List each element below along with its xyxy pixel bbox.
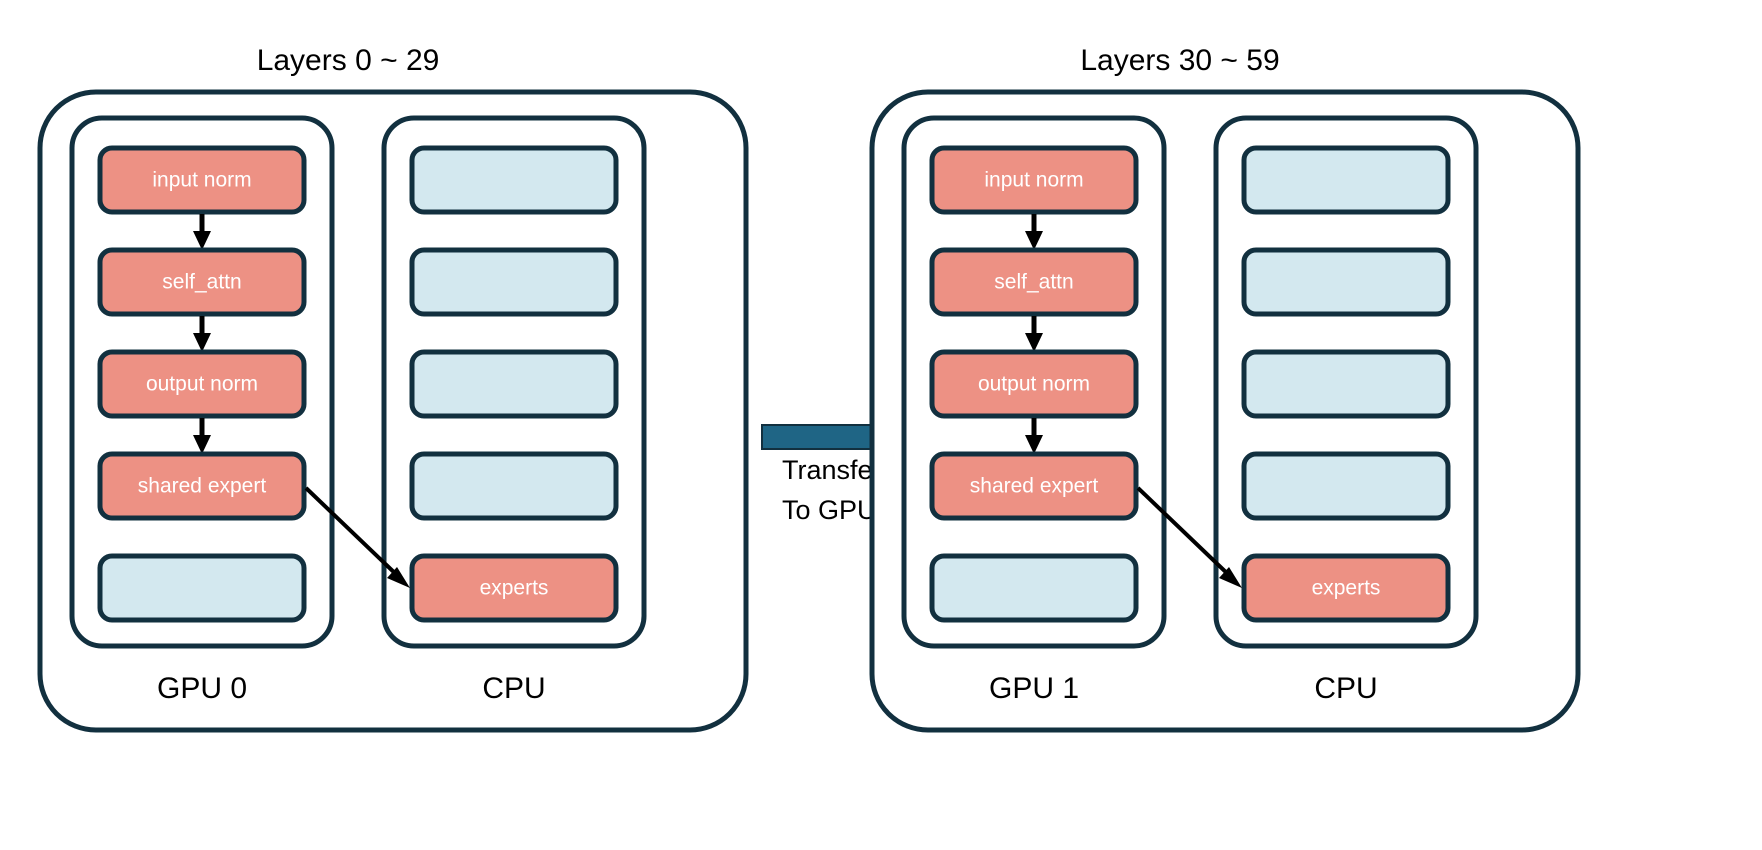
node-gpu0-1[interactable]: self_attn	[97, 247, 307, 317]
device-label-gpu1: GPU 1	[989, 672, 1079, 705]
panel-right: Layers 30 ~ 59 input norm self_attn	[869, 44, 1581, 733]
device-label-cpu0: CPU	[482, 672, 545, 705]
node-gpu0-2[interactable]: output norm	[97, 349, 307, 419]
arrowhead-icon	[193, 231, 211, 250]
node-cpu0-4-rect[interactable]	[409, 553, 619, 623]
node-cpu0-2[interactable]	[409, 349, 619, 419]
node-cpu0-3[interactable]	[409, 451, 619, 521]
flow-arrow-gpu1-0-1	[1025, 214, 1043, 250]
device-label-gpu0: GPU 0	[157, 672, 247, 705]
node-gpu1-0-rect[interactable]	[929, 145, 1139, 215]
node-cpu1-3[interactable]	[1241, 451, 1451, 521]
node-gpu0-4-rect[interactable]	[97, 553, 307, 623]
node-gpu1-1-rect[interactable]	[929, 247, 1139, 317]
node-gpu0-0[interactable]: input norm	[97, 145, 307, 215]
node-gpu0-1-label: self_attn	[162, 271, 241, 294]
panel-right-title: Layers 30 ~ 59	[1080, 44, 1279, 77]
device-label-cpu1: CPU	[1314, 672, 1377, 705]
node-cpu0-3-rect[interactable]	[409, 451, 619, 521]
arrowhead-icon	[1025, 333, 1043, 352]
node-gpu0-3-rect[interactable]	[97, 451, 307, 521]
flow-arrow-gpu1-2-3	[1025, 418, 1043, 454]
node-gpu1-2[interactable]: output norm	[929, 349, 1139, 419]
node-cpu1-4-label: experts	[1312, 577, 1381, 600]
transfer-label-line1: Transfer	[782, 455, 882, 485]
node-cpu0-0[interactable]	[409, 145, 619, 215]
column-cpu0: experts CPU	[381, 115, 647, 705]
node-cpu1-2[interactable]	[1241, 349, 1451, 419]
offload-arrow-left	[304, 486, 410, 588]
node-gpu1-0-label: input norm	[984, 169, 1083, 192]
node-cpu1-2-rect[interactable]	[1241, 349, 1451, 419]
flow-arrow-gpu0-2-3	[193, 418, 211, 454]
offload-arrow-right	[1136, 486, 1242, 588]
arrowhead-icon	[1025, 435, 1043, 454]
column-cpu1: experts CPU	[1213, 115, 1479, 705]
node-gpu0-0-rect[interactable]	[97, 145, 307, 215]
node-cpu1-3-rect[interactable]	[1241, 451, 1451, 521]
node-cpu1-4-rect[interactable]	[1241, 553, 1451, 623]
node-cpu0-4-label: experts	[480, 577, 549, 600]
node-gpu1-2-label: output norm	[978, 373, 1090, 396]
flow-arrow-gpu1-1-2	[1025, 316, 1043, 352]
arrowhead-icon	[387, 567, 410, 588]
node-cpu0-4[interactable]: experts	[409, 553, 619, 623]
node-gpu0-4[interactable]	[97, 553, 307, 623]
node-gpu0-2-label: output norm	[146, 373, 258, 396]
panel-left: Layers 0 ~ 29 input norm self_attn	[37, 44, 749, 733]
node-gpu0-3[interactable]: shared expert	[97, 451, 307, 521]
arrowhead-icon	[193, 333, 211, 352]
node-gpu1-0[interactable]: input norm	[929, 145, 1139, 215]
node-cpu1-4[interactable]: experts	[1241, 553, 1451, 623]
node-cpu0-1[interactable]	[409, 247, 619, 317]
node-gpu1-3-rect[interactable]	[929, 451, 1139, 521]
node-gpu1-1[interactable]: self_attn	[929, 247, 1139, 317]
node-gpu1-1-label: self_attn	[994, 271, 1073, 294]
flow-arrow-gpu0-1-2	[193, 316, 211, 352]
node-cpu0-0-rect[interactable]	[409, 145, 619, 215]
column-gpu1: input norm self_attn output norm	[901, 115, 1167, 705]
column-gpu0: input norm self_attn output norm	[69, 115, 335, 705]
node-cpu1-0-rect[interactable]	[1241, 145, 1451, 215]
node-gpu1-3[interactable]: shared expert	[929, 451, 1139, 521]
node-gpu0-2-rect[interactable]	[97, 349, 307, 419]
node-cpu1-1[interactable]	[1241, 247, 1451, 317]
node-cpu0-1-rect[interactable]	[409, 247, 619, 317]
arrowhead-icon	[1025, 231, 1043, 250]
arrowhead-icon	[1219, 567, 1242, 588]
node-gpu0-1-rect[interactable]	[97, 247, 307, 317]
node-gpu1-2-rect[interactable]	[929, 349, 1139, 419]
node-gpu1-4-rect[interactable]	[929, 553, 1139, 623]
node-cpu1-1-rect[interactable]	[1241, 247, 1451, 317]
flow-arrow-gpu0-0-1	[193, 214, 211, 250]
node-gpu0-0-label: input norm	[152, 169, 251, 192]
node-gpu0-3-label: shared expert	[138, 475, 267, 498]
node-gpu1-4[interactable]	[929, 553, 1139, 623]
panel-left-title: Layers 0 ~ 29	[257, 44, 440, 77]
node-cpu0-2-rect[interactable]	[409, 349, 619, 419]
node-gpu1-3-label: shared expert	[970, 475, 1099, 498]
node-cpu1-0[interactable]	[1241, 145, 1451, 215]
arrowhead-icon	[193, 435, 211, 454]
